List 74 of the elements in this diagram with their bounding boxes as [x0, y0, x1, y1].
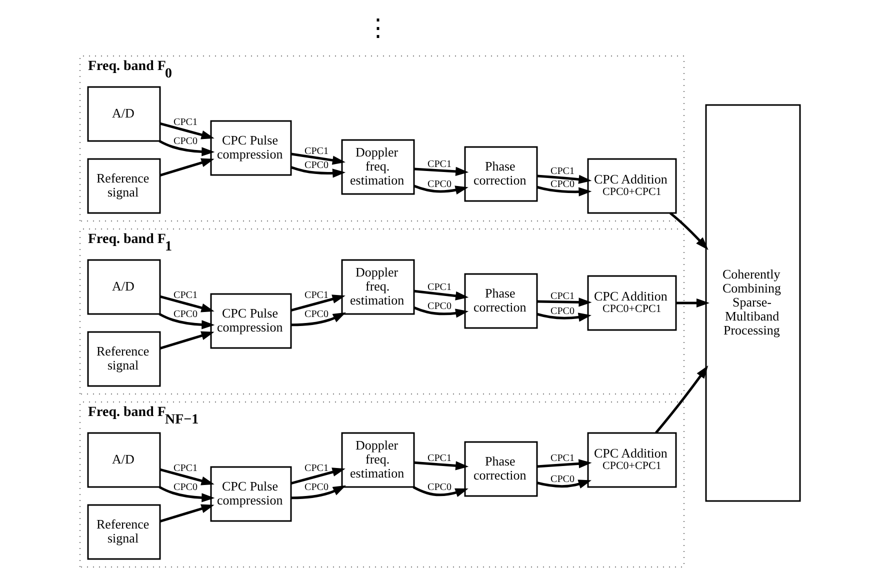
node-box: Phase correction — [464, 441, 538, 497]
arrow — [291, 152, 346, 165]
arrow — [537, 174, 592, 184]
arrow — [536, 186, 592, 196]
node-box: CPC Addition CPC0+CPC1 — [587, 432, 677, 488]
node-box: Reference signal — [87, 331, 161, 387]
edge-label: CPC0 — [550, 306, 574, 317]
arrow — [160, 504, 214, 522]
edge-label: CPC1 — [428, 159, 452, 170]
node-box: CPC Pulse compression — [210, 293, 292, 349]
node-box: CPC Addition CPC0+CPC1 — [587, 275, 677, 331]
arrow — [537, 298, 592, 307]
edge-label: CPC1 — [428, 453, 452, 464]
arrow — [290, 166, 346, 178]
edge-label: CPC0 — [550, 179, 574, 190]
node-box: Reference signal — [87, 504, 161, 560]
arrow — [414, 306, 469, 318]
edge-label: CPC1 — [550, 291, 574, 302]
arrow — [158, 312, 215, 330]
node-box: CPC Pulse compression — [210, 466, 292, 522]
arrow — [160, 122, 214, 140]
edge-label: CPC0 — [428, 301, 452, 312]
arrow — [158, 486, 215, 502]
edge-label: CPC1 — [304, 290, 328, 301]
edge-label: CPC0 — [304, 160, 328, 171]
label: ⋮ — [366, 16, 390, 42]
node-box: CPC Addition CPC0+CPC1 — [587, 158, 677, 214]
arrow — [160, 468, 214, 486]
arrow — [291, 312, 346, 326]
node-box: Doppler freq. estimation — [341, 139, 415, 195]
arrow — [536, 480, 592, 488]
arrow — [160, 158, 214, 176]
arrow — [669, 212, 708, 250]
arrow — [290, 294, 346, 312]
edge-label: CPC0 — [428, 179, 452, 190]
arrow — [414, 166, 469, 176]
node-box: A/D — [87, 259, 161, 315]
arrow — [158, 140, 215, 156]
node-box: Doppler freq. estimation — [341, 259, 415, 315]
edge-label: CPC1 — [174, 290, 198, 301]
edge-label: CPC1 — [550, 453, 574, 464]
edge-label: CPC0 — [174, 136, 198, 147]
edge-label: CPC0 — [304, 309, 328, 320]
node-box: Phase correction — [464, 273, 538, 329]
node-box: A/D — [87, 432, 161, 488]
arrow — [291, 485, 346, 500]
node-box: Coherently Combining Sparse-Multiband Processing — [705, 104, 801, 502]
arrow — [414, 290, 469, 300]
node-box: Doppler freq. estimation — [341, 432, 415, 488]
edge-label: CPC0 — [428, 482, 452, 493]
edge-label: CPC1 — [174, 117, 198, 128]
edge-label: CPC1 — [428, 282, 452, 293]
node-box: Reference signal — [87, 158, 161, 214]
node-box: A/D — [87, 86, 161, 142]
arrow — [655, 366, 708, 434]
edge-label: CPC1 — [550, 166, 574, 177]
edge-label: CPC0 — [550, 474, 574, 485]
edge-label: CPC1 — [174, 463, 198, 474]
arrow — [537, 459, 592, 468]
node-box: Phase correction — [464, 146, 538, 202]
arrow — [414, 461, 469, 470]
arrow — [536, 312, 592, 322]
arrow — [676, 298, 710, 308]
edge-label: CPC0 — [174, 482, 198, 493]
edge-label: CPC1 — [304, 146, 328, 157]
arrow — [290, 468, 346, 485]
node-box: CPC Pulse compression — [210, 120, 292, 176]
arrow — [414, 184, 468, 195]
arrow — [160, 331, 214, 350]
edge-label: CPC0 — [304, 482, 328, 493]
edge-label: CPC0 — [174, 309, 198, 320]
arrow — [412, 486, 468, 497]
edge-label: CPC1 — [304, 463, 328, 474]
arrow — [160, 295, 214, 312]
